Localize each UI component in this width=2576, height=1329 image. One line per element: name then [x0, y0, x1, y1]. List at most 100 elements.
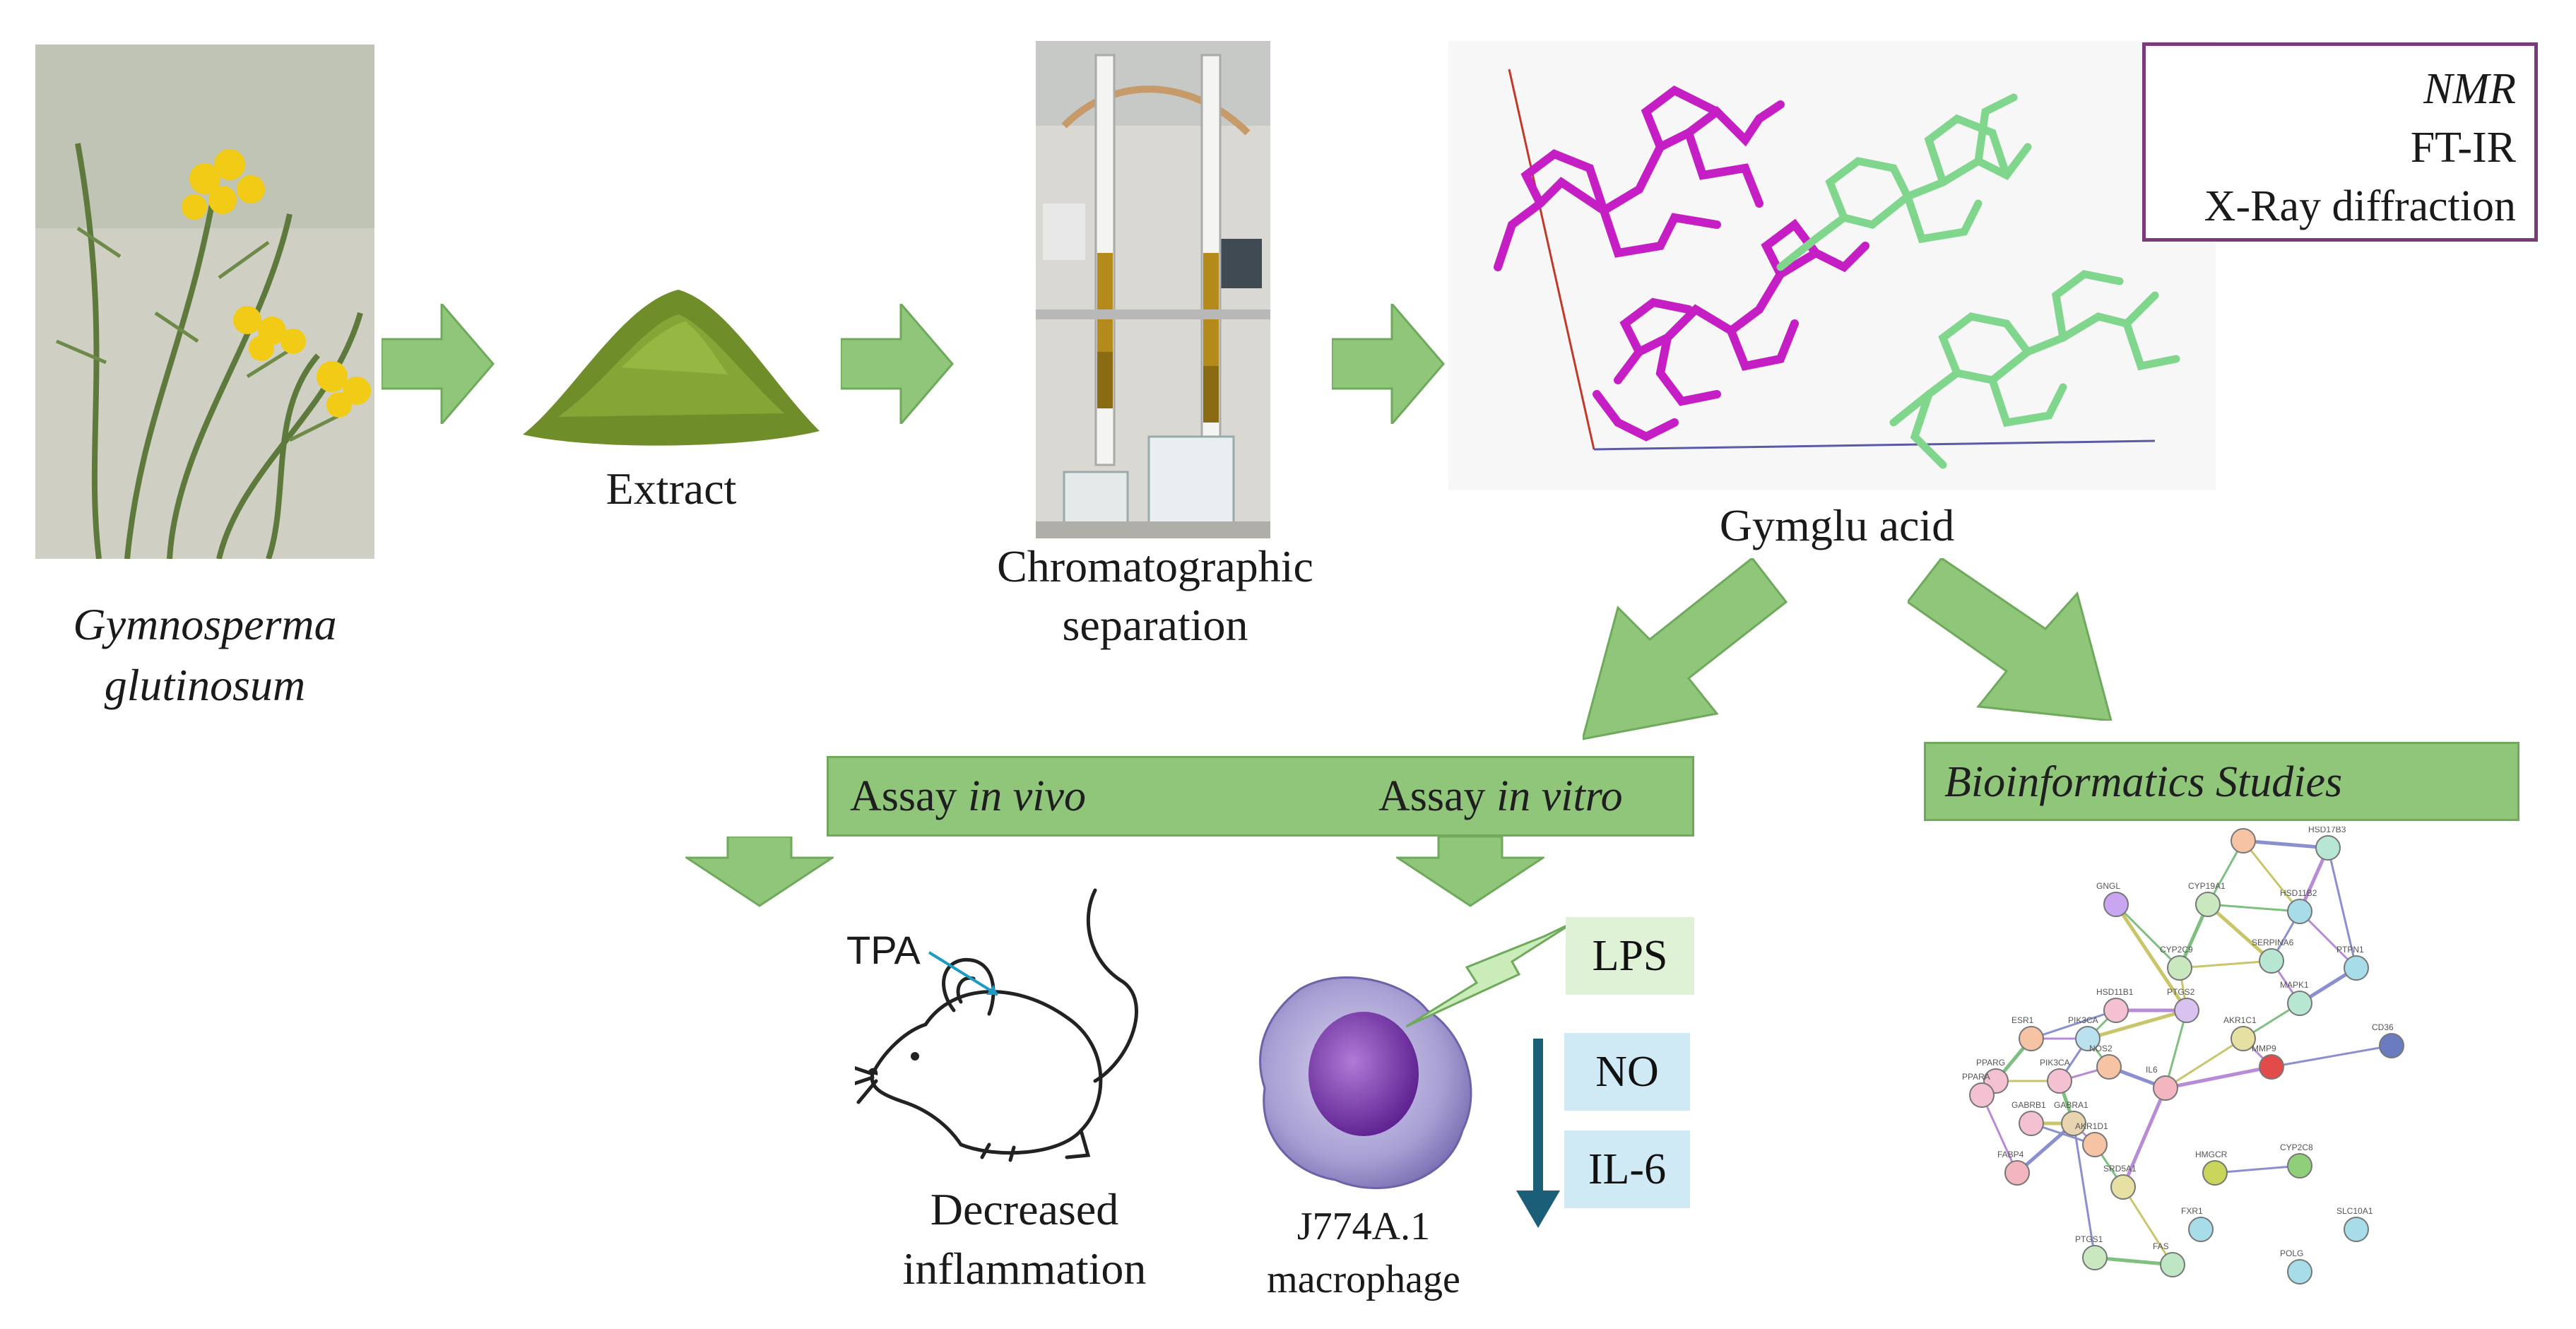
network-node	[2103, 892, 2129, 917]
network-node	[2096, 1054, 2122, 1080]
network-node	[2287, 1153, 2312, 1179]
extract-powder-image	[523, 290, 820, 446]
network-node-label: CD36	[2372, 1022, 2394, 1032]
arrow-down-in-vivo	[685, 837, 834, 907]
network-edge	[2115, 903, 2181, 969]
network-node-label: POLG	[2280, 1248, 2303, 1258]
network-node-label: HMGCR	[2195, 1150, 2228, 1159]
lps-chip: LPS	[1566, 917, 1694, 995]
network-node-label: PTGS2	[2167, 987, 2195, 997]
technique-ftir: FT-IR	[2410, 124, 2516, 172]
chromatography-photo	[1036, 41, 1270, 538]
arrow-to-assays	[1583, 558, 1788, 740]
network-node	[2259, 948, 2284, 974]
arrow-down-in-vitro	[1396, 837, 1544, 907]
assay-in-vitro-italic: in vitro	[1496, 772, 1623, 820]
network-edge	[2271, 1044, 2392, 1068]
arrow-to-bioinformatics	[1908, 558, 2113, 721]
network-node-label: FXR1	[2181, 1206, 2203, 1216]
protein-network-image: NR3C1HSD17B3GNGLCYP19A1HSD11B2PTPN1CYP2C…	[1962, 827, 2404, 1284]
network-node-label: HSD11B2	[2280, 888, 2317, 898]
process-arrow-2	[841, 304, 954, 424]
in-vivo-result-line2: inflammation	[902, 1244, 1147, 1294]
bioinformatics-label: Bioinformatics Studies	[1944, 758, 2343, 806]
plant-name-line2: glutinosum	[104, 660, 306, 710]
network-node	[2047, 1068, 2072, 1094]
network-node-label: CYP19A1	[2188, 881, 2226, 891]
in-vivo-result-line1: Decreased	[930, 1184, 1119, 1234]
mouse-illustration	[855, 888, 1138, 1162]
network-node-label: ESR1	[2011, 1015, 2034, 1025]
network-node-label: PIK3CA	[2040, 1058, 2070, 1068]
technique-xray: X-Ray diffraction	[2204, 182, 2516, 230]
cell-line-label: J774A.1	[1296, 1205, 1431, 1248]
network-node	[2160, 1252, 2185, 1277]
network-edge	[2206, 903, 2273, 962]
network-edge	[2072, 1123, 2096, 1258]
network-node-label: GNGL	[2096, 881, 2120, 891]
network-node	[2379, 1033, 2404, 1058]
network-node-label: MAPK1	[2280, 980, 2309, 990]
network-node-label: PTPN1	[2336, 945, 2364, 955]
network-node	[2231, 1026, 2256, 1051]
network-edge	[1980, 1094, 2019, 1174]
crystal-structure-image	[1448, 41, 2216, 490]
network-node	[2202, 1160, 2228, 1186]
network-edge	[2122, 1186, 2174, 1265]
network-node	[2061, 1111, 2086, 1136]
macrophage-label: macrophage	[1267, 1258, 1460, 1301]
network-node-label: PTGS1	[2075, 1234, 2103, 1244]
network-node	[2153, 1075, 2178, 1101]
network-node	[1969, 1082, 1995, 1108]
assay-in-vivo-italic: in vivo	[968, 772, 1087, 820]
network-node-label: MMP9	[2252, 1044, 2276, 1053]
network-edge	[2165, 1065, 2272, 1090]
network-node	[2075, 1026, 2101, 1051]
network-node-label: CYP2C9	[2160, 945, 2193, 955]
chromatography-label-line2: separation	[1062, 600, 1248, 650]
network-edge	[2087, 1008, 2187, 1041]
network-node	[2287, 899, 2312, 924]
network-edge	[2298, 910, 2358, 969]
network-edge	[2164, 1010, 2188, 1089]
network-node	[2103, 998, 2129, 1023]
compound-label: Gymglu acid	[1719, 500, 1955, 550]
network-node	[2231, 828, 2256, 853]
no-chip: NO	[1564, 1033, 1690, 1111]
lps-label: LPS	[1592, 932, 1668, 980]
network-edge	[2094, 1256, 2173, 1267]
il6-chip: IL-6	[1564, 1130, 1690, 1208]
network-edge	[2179, 959, 2272, 969]
process-arrow-3	[1332, 304, 1445, 424]
tpa-label: TPA	[846, 928, 921, 972]
network-node-label: SLC10A1	[2336, 1206, 2373, 1216]
network-node-label: GABRA1	[2054, 1100, 2088, 1110]
network-node-label: AKR1C1	[2223, 1015, 2257, 1025]
plant-photo	[35, 45, 374, 559]
network-node-label: PIK3CA	[2068, 1015, 2098, 1025]
network-node	[2082, 1245, 2108, 1270]
network-node	[2019, 1026, 2044, 1051]
network-node-label: HSD17B3	[2308, 827, 2346, 834]
process-arrow-1	[382, 304, 495, 424]
assay-bar: Assay in vivo Assay in vitro	[827, 756, 1694, 837]
assay-in-vivo-prefix: Assay	[850, 772, 969, 820]
network-edge	[2031, 1009, 2117, 1040]
assay-in-vitro-label: Assay in vitro	[1378, 758, 1623, 834]
network-node	[2344, 955, 2369, 981]
network-node-label: NOS2	[2089, 1044, 2113, 1053]
assay-in-vivo-label: Assay in vivo	[850, 758, 1086, 834]
chromatography-label-line1: Chromatographic	[997, 541, 1313, 591]
network-node	[2315, 835, 2341, 861]
network-node-label: CYP2C8	[2280, 1142, 2313, 1152]
network-edge	[2214, 1164, 2300, 1174]
network-node-label: FAS	[2153, 1241, 2169, 1251]
network-node	[2287, 1259, 2312, 1284]
characterization-techniques-box: NMR FT-IR X-Ray diffraction	[2142, 42, 2538, 242]
network-node	[2344, 1217, 2369, 1242]
network-node-label: PPARA	[1962, 1072, 1990, 1082]
lps-lightning-icon	[1406, 922, 1575, 1028]
network-edge	[2243, 839, 2329, 850]
network-node-label: GABRB1	[2011, 1100, 2046, 1110]
extract-label: Extract	[605, 463, 737, 514]
